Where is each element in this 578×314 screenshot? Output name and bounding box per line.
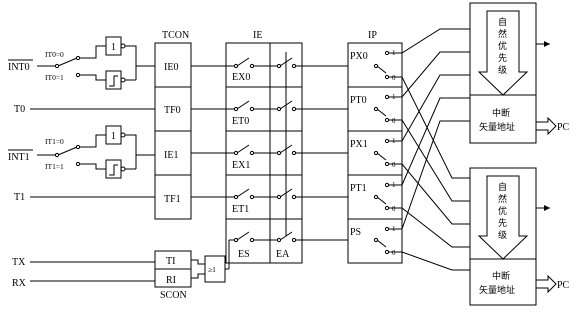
scon-header: SCON xyxy=(160,290,187,301)
scon-register: TI RI xyxy=(154,250,192,288)
tcon-flag-ie0: IE0 xyxy=(164,62,178,73)
ie-header: IE xyxy=(253,30,262,41)
ip-bit-pt0: PT0 xyxy=(350,95,367,106)
high-pc-arrow-icon xyxy=(535,116,557,136)
ip-px1-pos0: 0 xyxy=(392,161,396,169)
low-vector-line-1: 中断 xyxy=(492,270,510,282)
ip-header: IP xyxy=(368,30,377,41)
int1-switch-arm xyxy=(57,146,78,156)
int1-inverter-label: 1 xyxy=(111,131,116,142)
int1-falling-edge-icon xyxy=(109,164,118,176)
high-priority-char-2: 优 xyxy=(498,40,507,52)
int0-falling-edge-icon xyxy=(109,75,118,87)
channel-ie1-path xyxy=(191,144,348,156)
input-t0-label: T0 xyxy=(14,104,25,115)
ie-bit-ex0: EX0 xyxy=(232,72,250,83)
ip-ps-pos0: 0 xyxy=(392,249,396,257)
high-vector-line-2: 矢量地址 xyxy=(479,121,515,133)
int1-trigger-select: IT1=0 IT1=1 1 xyxy=(37,125,155,179)
int0-switch-arm xyxy=(57,57,78,67)
int1-contact-1 xyxy=(75,161,81,167)
high-priority-char-1: 然 xyxy=(498,28,507,40)
tcon-header: TCON xyxy=(162,30,189,41)
tcon-flag-tf0: TF0 xyxy=(164,105,181,116)
channel-ie0-path xyxy=(191,57,348,69)
it1-1-label: IT1=1 xyxy=(45,162,64,171)
low-priority-arrow-icon xyxy=(477,175,529,260)
low-priority-char-3: 先 xyxy=(498,217,507,229)
priority-routing xyxy=(389,28,470,271)
ip-bit-px1: PX1 xyxy=(350,139,368,150)
scon-flag-ti: TI xyxy=(166,256,175,267)
low-priority-char-0: 自 xyxy=(498,181,507,193)
input-int1-label: INT1 xyxy=(8,152,30,163)
ip-bit-px0: PX0 xyxy=(350,51,368,62)
low-priority-char-4: 级 xyxy=(498,229,507,241)
input-rx-label: RX xyxy=(12,278,27,289)
it1-0-label: IT1=0 xyxy=(45,137,64,146)
ip-px0-pos0: 0 xyxy=(392,74,396,82)
ip-pt1-pos0: 0 xyxy=(392,205,396,213)
ie-bit-ea: EA xyxy=(276,249,290,260)
high-vector-line-1: 中断 xyxy=(492,107,510,119)
low-pc-label: PC xyxy=(557,280,570,291)
it0-0-label: IT0=0 xyxy=(45,50,64,59)
low-priority-block: 自 然 优 先 级 中断 矢量地址 PC xyxy=(469,167,570,306)
it0-1-label: IT0=1 xyxy=(45,73,64,82)
int1-contact-0 xyxy=(75,144,81,150)
ie-bit-ex1: EX1 xyxy=(232,160,250,171)
tcon-flag-ie1: IE1 xyxy=(164,150,178,161)
int0-trigger-select: IT0=0 IT0=1 1 xyxy=(37,36,155,90)
high-priority-char-4: 级 xyxy=(498,64,507,76)
high-priority-arrow-icon xyxy=(477,10,529,96)
channel-tf0-path xyxy=(191,100,348,112)
high-priority-block: 自 然 优 先 级 中断 矢量地址 PC xyxy=(469,2,570,144)
ie-bit-es: ES xyxy=(238,249,250,260)
tcon-register: IE0 TF0 IE1 TF1 xyxy=(154,42,192,220)
input-t1-label: T1 xyxy=(14,192,25,203)
tcon-flag-tf1: TF1 xyxy=(164,194,181,205)
int0-edge-bubble xyxy=(120,77,126,83)
input-int0: INT0 xyxy=(8,59,33,73)
high-priority-char-0: 自 xyxy=(498,16,507,28)
int1-edge-bubble xyxy=(120,166,126,172)
ie-bit-et0: ET0 xyxy=(232,116,249,127)
int1-inverter-bubble xyxy=(120,132,126,138)
ie-bit-et1: ET1 xyxy=(232,204,249,215)
input-tx-label: TX xyxy=(12,257,26,268)
low-priority-char-1: 然 xyxy=(498,193,507,205)
or-gate-label: ≥1 xyxy=(208,265,216,274)
input-int1: INT1 xyxy=(8,149,33,163)
int0-contact-0 xyxy=(75,55,81,61)
low-vector-line-2: 矢量地址 xyxy=(479,284,515,296)
ip-pt0-pos0: 0 xyxy=(392,117,396,125)
input-int0-label: INT0 xyxy=(8,62,30,73)
high-pc-label: PC xyxy=(557,122,570,133)
low-priority-char-2: 优 xyxy=(498,205,507,217)
scon-flag-ri: RI xyxy=(166,275,176,286)
int0-inverter-bubble xyxy=(120,43,126,49)
channel-serial-path xyxy=(225,231,348,270)
ip-bit-ps: PS xyxy=(350,227,361,238)
high-priority-char-3: 先 xyxy=(498,52,507,64)
ip-bit-pt1: PT1 xyxy=(350,183,367,194)
int0-contact-1 xyxy=(75,72,81,78)
int0-inverter-label: 1 xyxy=(111,42,116,53)
low-pc-arrow-icon xyxy=(535,274,557,294)
